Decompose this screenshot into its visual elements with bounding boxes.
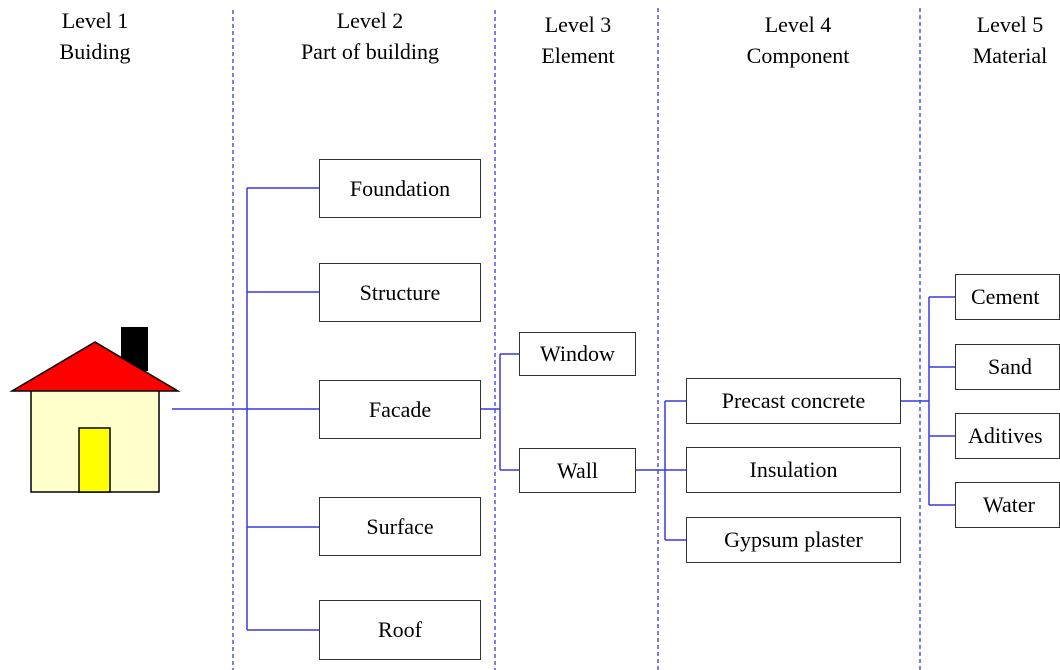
level-4-header: Level 4 Component	[718, 9, 878, 71]
node-cement: Cement	[955, 274, 1060, 320]
node-aditives: Aditives	[955, 413, 1060, 459]
level-4-subtitle: Component	[746, 43, 850, 68]
node-facade: Facade	[319, 380, 481, 439]
node-structure: Structure	[319, 263, 481, 322]
house-door	[78, 427, 111, 493]
house-icon	[9, 327, 181, 493]
level-3-subtitle: Element	[541, 43, 615, 68]
level-1-header: Level 1 Buiding	[40, 5, 150, 67]
level-5-title: Level 5	[976, 12, 1044, 37]
level-5-subtitle: Material	[972, 43, 1048, 68]
node-surface: Surface	[319, 497, 481, 556]
level-2-header: Level 2 Part of building	[270, 5, 470, 67]
level-2-subtitle: Part of building	[300, 39, 440, 64]
level-3-title: Level 3	[544, 12, 612, 37]
column-dividers	[232, 8, 921, 670]
level-5-header: Level 5 Material	[960, 9, 1060, 71]
level-2-title: Level 2	[336, 8, 404, 33]
node-precast-concrete: Precast concrete	[686, 378, 901, 424]
house-roof	[9, 341, 181, 392]
node-water: Water	[955, 482, 1060, 528]
node-insulation: Insulation	[686, 447, 901, 493]
node-sand: Sand	[955, 344, 1060, 390]
level-4-title: Level 4	[764, 12, 832, 37]
node-gypsum-plaster: Gypsum plaster	[686, 517, 901, 563]
level-1-title: Level 1	[61, 8, 129, 33]
connectors	[172, 187, 955, 631]
level-3-header: Level 3 Element	[513, 9, 643, 71]
node-roof: Roof	[319, 600, 481, 660]
level-1-subtitle: Buiding	[59, 39, 131, 64]
node-window: Window	[519, 332, 636, 376]
node-wall: Wall	[519, 448, 636, 493]
node-foundation: Foundation	[319, 159, 481, 218]
